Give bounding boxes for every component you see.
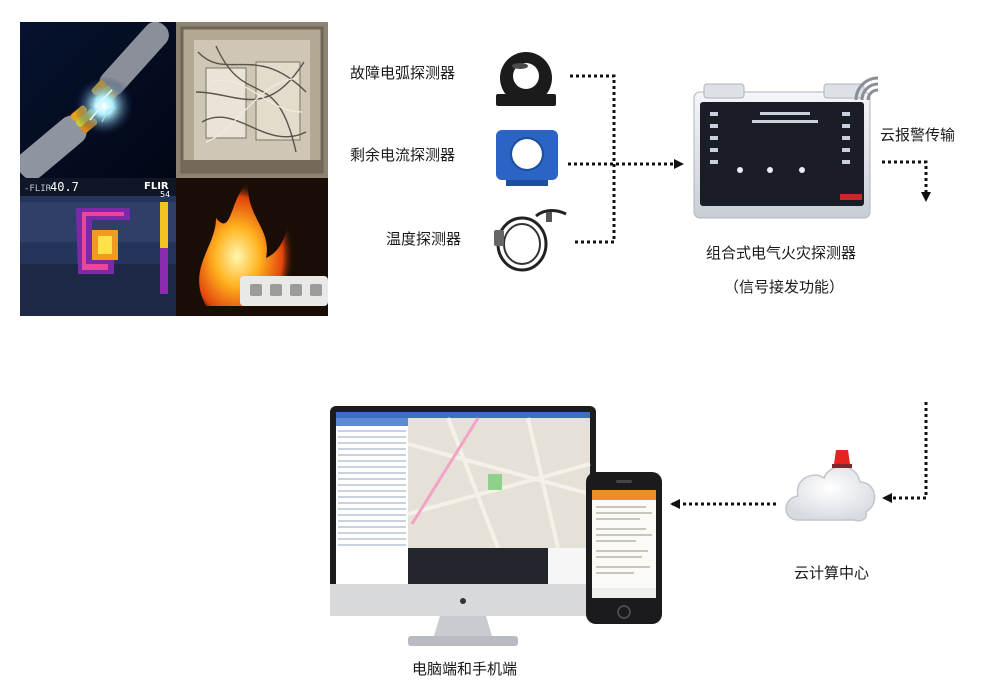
residual-current-detector-label: 剩余电流探测器 bbox=[350, 146, 456, 164]
arc-ct-sensor-icon bbox=[486, 44, 568, 110]
photo-cable-spark bbox=[20, 22, 176, 178]
device-title: 组合式电气火灾探测器 bbox=[706, 244, 857, 262]
thermal-brand: FLIR bbox=[144, 181, 169, 192]
smartphone bbox=[584, 470, 664, 626]
terminals-label: 电脑端和手机端 bbox=[412, 660, 518, 678]
wifi-signal-icon bbox=[852, 74, 882, 102]
photo-fire bbox=[176, 178, 328, 316]
cloud-alarm-connector bbox=[882, 160, 931, 202]
desktop-monitor bbox=[328, 404, 598, 650]
thermal-scale-top: 54 bbox=[160, 190, 171, 199]
temperature-probe-icon bbox=[486, 200, 568, 280]
cloud-center-label: 云计算中心 bbox=[794, 564, 870, 582]
svg-text:-FLIR: -FLIR bbox=[24, 184, 52, 194]
cloud-computing-center-icon bbox=[780, 442, 880, 528]
photo-electrical-panel bbox=[176, 22, 328, 178]
combined-fire-detector-device bbox=[690, 82, 880, 222]
arc-detector-label: 故障电弧探测器 bbox=[350, 64, 456, 82]
device-subtitle: （信号接发功能） bbox=[724, 278, 845, 296]
residual-ct-sensor-icon bbox=[490, 122, 566, 188]
arc-sensor-connector bbox=[570, 74, 616, 244]
temperature-detector-label: 温度探测器 bbox=[386, 230, 462, 248]
photo-thermal-image: -FLIR 40.7 FLIR 54 bbox=[20, 178, 176, 316]
thermal-top-value: 40.7 bbox=[50, 180, 79, 194]
cloud-uplink-connector bbox=[882, 402, 928, 503]
cloud-alarm-label: 云报警传输 bbox=[880, 126, 956, 144]
